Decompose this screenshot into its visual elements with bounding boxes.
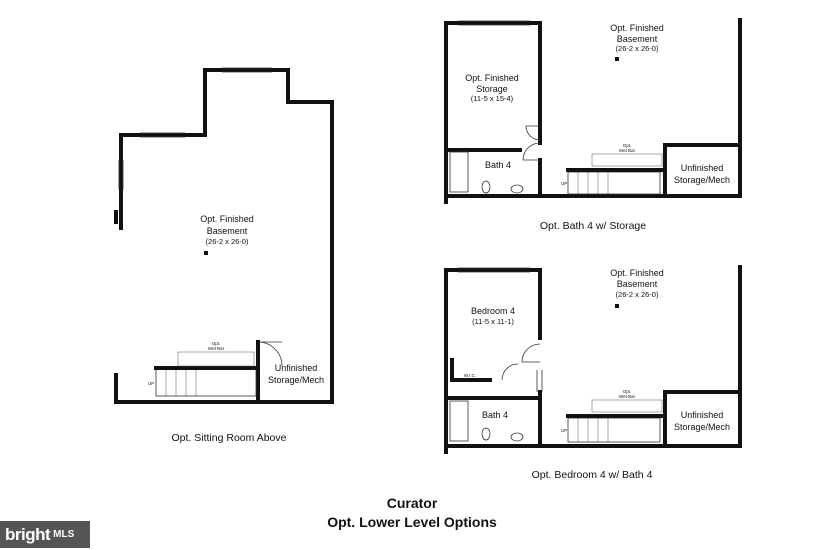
left-plan-stair-tag: UP: [148, 381, 154, 386]
left-plan-caption: Opt. Sitting Room Above: [172, 432, 287, 444]
left-plan-outer-wall: [114, 68, 334, 404]
tr-plan-storage-label-2: Storage: [476, 84, 508, 94]
tr-plan-sink: [510, 184, 524, 194]
tr-plan-wetbar-label-1: Opt.: [623, 143, 632, 148]
left-plan-mech-label-2: Storage/Mech: [268, 375, 324, 385]
bottom-right-floor-plan: Opt. Wet Bar UP Opt. Finished Basement (…: [444, 265, 742, 481]
left-plan-room-dim: (26-2 x 26-0): [206, 237, 249, 246]
tr-plan-bathtub: [449, 151, 469, 193]
tr-plan-stair: [567, 171, 661, 195]
br-plan-outer-wall: [444, 268, 542, 454]
left-plan-stair: [155, 367, 257, 397]
br-plan-stair: [567, 417, 661, 443]
br-plan-wic-label: W.I.C.: [464, 373, 476, 378]
br-plan-room-label-1: Opt. Finished: [610, 268, 664, 278]
left-plan-wetbar: [177, 351, 255, 367]
tr-plan-room-label-1: Opt. Finished: [610, 23, 664, 33]
left-plan-window-top-a: [140, 132, 185, 138]
tr-plan-wetbar-label-2: Wet Bar: [619, 148, 636, 153]
br-plan-stair-tag: UP: [561, 428, 567, 433]
tr-plan-mech-label-2: Storage/Mech: [674, 175, 730, 185]
left-plan-ceiling-marker: [204, 251, 208, 255]
br-plan-room-label-2: Basement: [617, 279, 658, 289]
tr-plan-storage-label-1: Opt. Finished: [465, 73, 519, 83]
br-plan-wetbar-label-1: Opt.: [623, 389, 632, 394]
br-plan-closet-doors: [536, 370, 543, 392]
br-plan-sink: [510, 432, 524, 442]
bright-mls-watermark: bright MLS: [0, 521, 90, 548]
left-plan-wetbar-label-1: Opt.: [212, 341, 221, 346]
left-plan-window-top-b: [222, 67, 272, 73]
left-plan-room-label-2: Basement: [207, 226, 248, 236]
tr-plan-toilet: [481, 180, 491, 194]
tr-plan-mech-wall: [663, 143, 742, 198]
br-plan-wetbar-label-2: Wet Bar: [619, 394, 636, 399]
left-plan-mech-label-1: Unfinished: [275, 363, 318, 373]
tr-plan-window: [458, 20, 530, 26]
br-plan-bathtub: [449, 400, 469, 442]
tr-plan-ceiling-marker: [615, 57, 619, 61]
left-plan-stair-treads: [165, 368, 197, 396]
br-plan-wic-wall: [450, 358, 492, 382]
tr-plan-storage-dim: (11-5 x 15-4): [471, 94, 514, 103]
tr-plan-room-label-2: Basement: [617, 34, 658, 44]
model-name-title: Curator: [387, 495, 438, 511]
br-plan-mech-label-2: Storage/Mech: [674, 422, 730, 432]
left-plan-room-label-1: Opt. Finished: [200, 214, 254, 224]
tr-plan-caption: Opt. Bath 4 w/ Storage: [540, 220, 646, 232]
br-plan-mech-wall: [663, 390, 742, 448]
br-plan-stair-treads: [577, 418, 609, 442]
sheet-subtitle: Opt. Lower Level Options: [327, 514, 497, 530]
br-plan-wic-door: [501, 363, 519, 381]
tr-plan-stair-treads: [577, 172, 609, 194]
br-plan-bedroom-door: [521, 343, 541, 363]
tr-plan-bath-label: Bath 4: [485, 160, 511, 170]
left-plan-mech-door: [257, 341, 283, 367]
tr-plan-storage-door: [525, 125, 541, 141]
watermark-mls: MLS: [53, 529, 75, 540]
tr-plan-mech-label-1: Unfinished: [681, 163, 724, 173]
tr-plan-room-dim: (26-2 x 26-0): [616, 44, 659, 53]
br-plan-window: [458, 267, 530, 273]
left-plan-wetbar-label-2: Wet Bar: [208, 346, 225, 351]
tr-plan-outer-wall-b: [444, 18, 742, 198]
left-plan-window-left: [118, 160, 124, 190]
br-plan-bedroom-label: Bedroom 4: [471, 306, 515, 316]
tr-plan-outer-wall: [444, 21, 542, 204]
br-plan-mech-label-1: Unfinished: [681, 410, 724, 420]
br-plan-toilet: [481, 427, 491, 441]
br-plan-ceiling-marker: [615, 304, 619, 308]
tr-plan-stair-tag: UP: [561, 181, 567, 186]
watermark-logo: bright: [5, 524, 51, 544]
tr-plan-bath-door: [522, 142, 541, 161]
left-floor-plan: Opt. Wet Bar UP Opt. Finished Basement (…: [114, 67, 334, 444]
br-plan-caption: Opt. Bedroom 4 w/ Bath 4: [532, 469, 653, 481]
top-right-floor-plan: Opt. Wet Bar UP Opt. Finished Basement (…: [444, 18, 742, 232]
br-plan-room-dim: (26-2 x 26-0): [616, 290, 659, 299]
br-plan-outer-wall-b: [444, 265, 742, 448]
br-plan-bedroom-dim: (11-5 x 11-1): [472, 317, 514, 326]
br-plan-wetbar: [591, 399, 663, 413]
br-plan-bath-label: Bath 4: [482, 410, 508, 420]
tr-plan-wetbar: [591, 153, 663, 167]
